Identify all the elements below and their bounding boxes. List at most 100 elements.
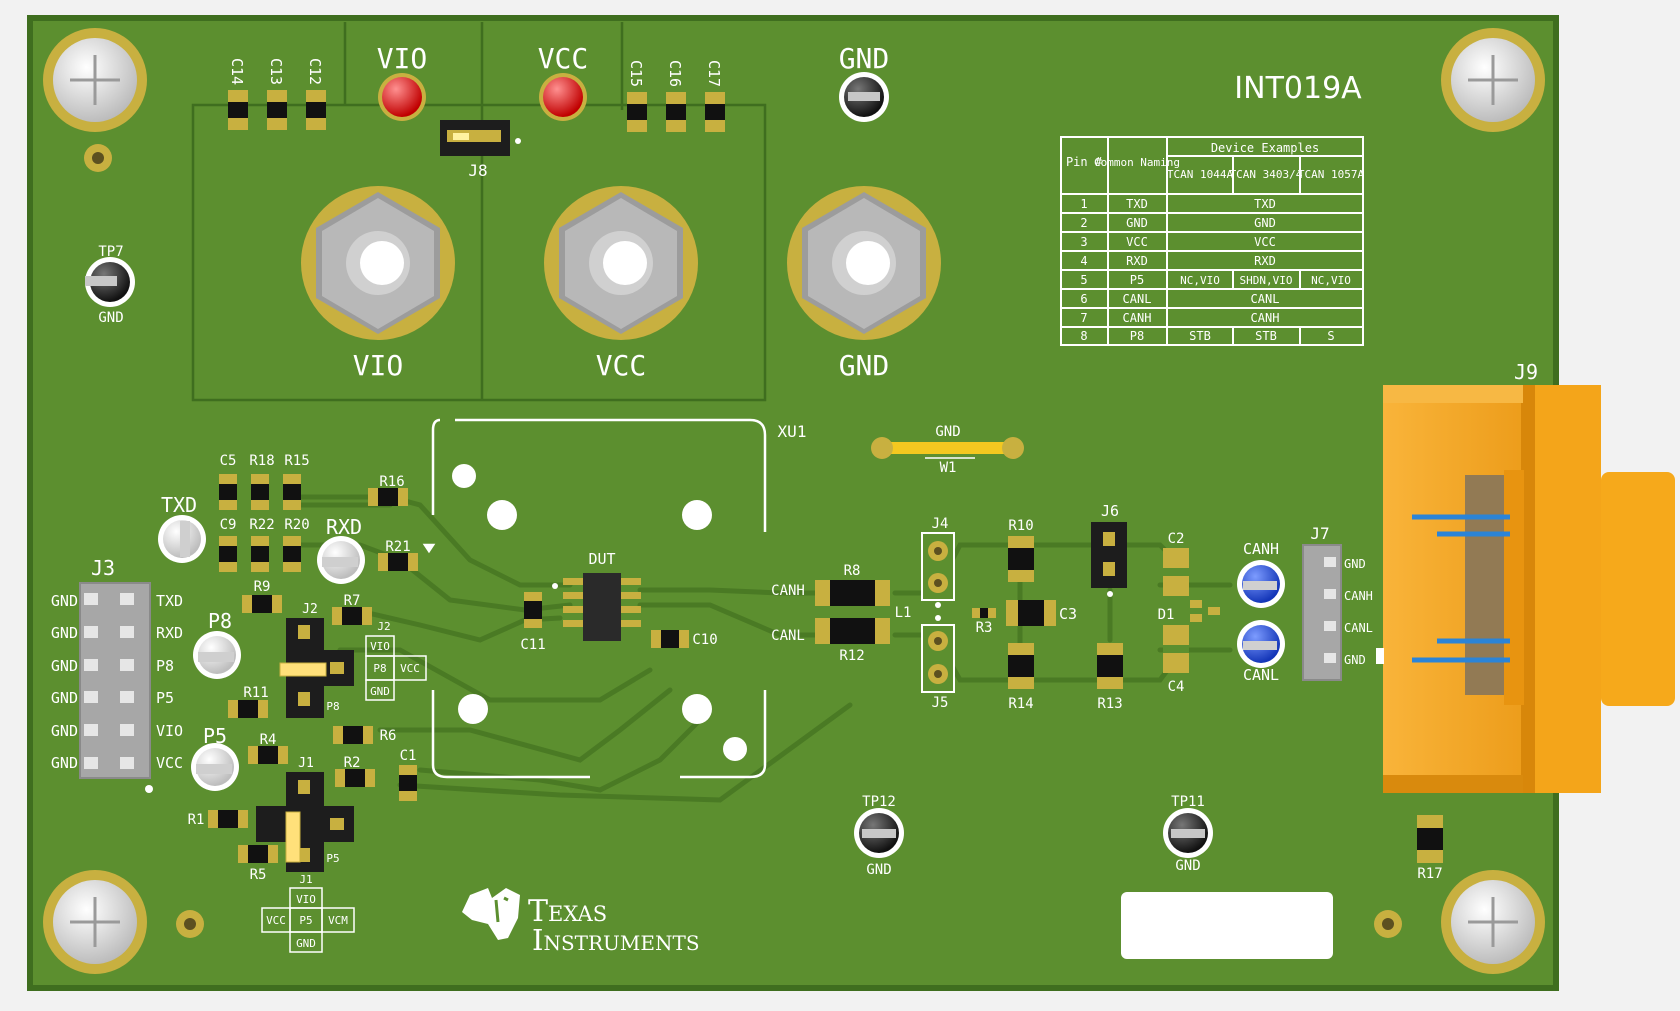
canl-trace-label: CANL: [771, 628, 805, 644]
r4-label: R4: [260, 732, 277, 748]
table-header-pin: Pin #: [1066, 155, 1103, 169]
table-row: 5 P5 NC,VIO SHDN,VIO NC,VIO: [1080, 273, 1350, 287]
j3-right-label: P8: [156, 657, 174, 675]
vio-binding-post-icon: [301, 186, 455, 340]
table-cell-pin: 7: [1080, 311, 1087, 325]
r22-label: R22: [249, 517, 274, 533]
cap-label-c17: C17: [705, 60, 723, 87]
j4-header: [921, 532, 955, 601]
r12-label: R12: [839, 648, 864, 664]
gnd-top-label: GND: [839, 42, 890, 75]
ti-logo-icon: [462, 888, 520, 940]
r10-part: [1008, 536, 1034, 582]
cap-label-c15: C15: [627, 60, 645, 87]
c9-label: C9: [220, 517, 237, 533]
j2-label: J2: [302, 602, 318, 617]
j7-pin-label: CANH: [1344, 589, 1373, 603]
vcc-jack-label: VCC: [596, 349, 647, 382]
table-cell-pin: 8: [1080, 329, 1087, 343]
j8-jumper: [440, 120, 521, 156]
j3-right-label: VIO: [156, 722, 183, 740]
j2-box-vio: VIO: [370, 640, 390, 653]
j1-p5-label: P5: [326, 852, 339, 865]
cap-label-c14: C14: [228, 58, 246, 85]
c11-part: [524, 592, 542, 628]
p5-label: P5: [203, 724, 227, 748]
table-cell-pin: 3: [1080, 235, 1087, 249]
table-cell-pin: 4: [1080, 254, 1087, 268]
r17-part: [1417, 815, 1443, 863]
r7-label: R7: [344, 593, 361, 609]
board-title: INT019A: [1234, 71, 1362, 106]
ti-logo-line1: Texas: [528, 894, 607, 929]
dut-chip: [552, 573, 641, 641]
table-cell-value: CANL: [1251, 292, 1280, 306]
w1-gnd-label: GND: [935, 424, 960, 440]
mounting-holes: [43, 28, 1545, 974]
r17-label: R17: [1417, 866, 1442, 882]
j2-p8-label: P8: [326, 700, 339, 713]
r11-label: R11: [243, 685, 268, 701]
canl-post-label: CANL: [1243, 666, 1279, 684]
w1-wire-link: [871, 437, 1024, 459]
r13-part: [1097, 643, 1123, 689]
table-header-examples: Device Examples: [1211, 141, 1319, 155]
j3-right-label: P5: [156, 689, 174, 707]
r18-label: R18: [249, 453, 274, 469]
tp12-gnd-post-icon: [854, 808, 904, 858]
j5-header: [921, 602, 955, 693]
j7-header: [1302, 544, 1342, 681]
r8-label: R8: [844, 563, 861, 579]
mount-screw-icon: [43, 28, 147, 132]
table-cell-value: VCC: [1254, 235, 1276, 249]
r2-label: R2: [344, 755, 361, 771]
tp11-label: TP11: [1171, 794, 1205, 810]
p5-test-post-icon: [191, 743, 239, 791]
tp11-gnd-label: GND: [1175, 858, 1200, 874]
tp11-gnd-post-icon: [1163, 808, 1213, 858]
gnd-jack-label: GND: [839, 349, 890, 382]
r13-label: R13: [1097, 696, 1122, 712]
pin-table: [1060, 136, 1364, 346]
c5-label: C5: [220, 453, 237, 469]
tp12-label: TP12: [862, 794, 896, 810]
j3-label: J3: [91, 556, 115, 580]
table-cell-name: GND: [1126, 216, 1148, 230]
table-device-3: TCAN 1057A: [1298, 168, 1365, 181]
table-cell-value: TXD: [1254, 197, 1276, 211]
table-cell-value: GND: [1254, 216, 1276, 230]
r12-part: [815, 618, 890, 644]
table-cell-value: SHDN,VIO: [1240, 274, 1293, 287]
table-cell-name: P8: [1130, 329, 1144, 343]
w1-label: W1: [940, 460, 957, 476]
j2-legend-box: [365, 635, 427, 701]
p8-test-post-icon: [193, 631, 241, 679]
j2-box-vcc: VCC: [400, 662, 420, 675]
table-device-1: TCAN 1044A: [1167, 168, 1234, 181]
table-cell-pin: 6: [1080, 292, 1087, 306]
j3-left-label: GND: [51, 754, 78, 772]
table-cell-value: RXD: [1254, 254, 1276, 268]
j8-label: J8: [468, 161, 487, 180]
j2-box-tag: J2: [377, 620, 390, 633]
j2-jumper: [279, 618, 354, 718]
c2-part: [1163, 548, 1189, 596]
j3-right-label: TXD: [156, 592, 183, 610]
p8-label: P8: [208, 609, 232, 633]
ti-logo-line2: Instruments: [532, 923, 700, 957]
table-cell-name: CANH: [1123, 311, 1152, 325]
j7-pin-label: GND: [1344, 653, 1366, 667]
table-row: 6 CANL CANL: [1080, 292, 1279, 306]
j1-label: J1: [298, 756, 314, 771]
j7-label: J7: [1310, 524, 1329, 543]
r6-label: R6: [380, 728, 397, 744]
table-cell-name: RXD: [1126, 254, 1148, 268]
table-cell-name: VCC: [1126, 235, 1148, 249]
j2-box-gnd: GND: [370, 685, 390, 698]
r8-part: [815, 580, 890, 606]
l1-label: L1: [895, 605, 912, 621]
table-device-2: TCAN 3403/4: [1230, 168, 1303, 181]
canl-blue-post-icon: [1237, 620, 1285, 668]
rxd-label: RXD: [326, 515, 362, 539]
canh-blue-post-icon: [1237, 560, 1285, 608]
